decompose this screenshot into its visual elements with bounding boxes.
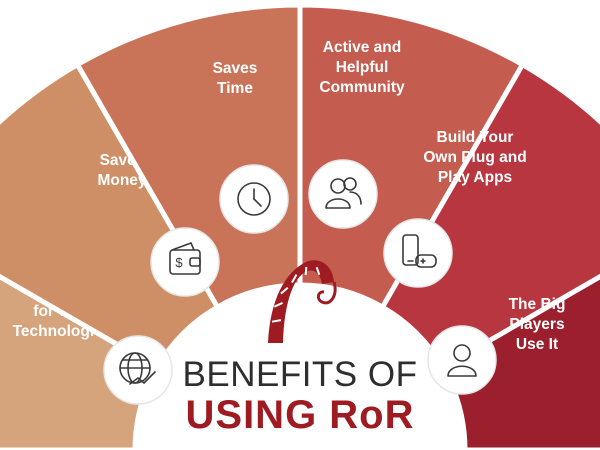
community-icon: [325, 177, 362, 209]
phone-gamepad-icon: [402, 234, 437, 268]
logo-curl: [316, 281, 337, 305]
segment-label-line: Time: [217, 80, 253, 97]
badge-circle: [150, 227, 220, 297]
segment-label-line: Active and: [323, 39, 401, 56]
segment-label-line: Build Your: [437, 129, 514, 146]
segment-2: [0, 61, 221, 371]
title-line-1: BENEFITS OF: [183, 355, 418, 394]
segment-1: [0, 273, 161, 450]
badge-4: [308, 159, 378, 229]
segment-label-line: Players: [509, 316, 564, 333]
badge-1: [103, 335, 173, 405]
badge-circle: [427, 325, 497, 395]
ror-logo: [268, 260, 337, 343]
badge-3: [219, 164, 289, 234]
title-line-2: USING RoR: [186, 393, 415, 437]
badge-circle: [308, 159, 378, 229]
badge-5: [383, 218, 453, 288]
segment-label-line: Use It: [516, 336, 558, 353]
segment-label-line: Saves: [213, 60, 258, 77]
badge-6: [427, 325, 497, 395]
segment-5: [379, 61, 600, 371]
segment-label-line: Play Apps: [438, 169, 512, 186]
svg-text:$: $: [175, 255, 183, 270]
segment-label-line: The Big: [509, 296, 566, 313]
center-disc: [138, 288, 462, 450]
badge-2: $: [150, 227, 220, 297]
segment-label-line: Own Plug and: [423, 149, 526, 166]
user-icon: [447, 344, 477, 377]
globe-chart-icon: [119, 352, 156, 385]
segment-label-line: Money: [97, 172, 146, 189]
clock-icon: [237, 182, 271, 216]
wallet-icon: $: [169, 242, 201, 275]
segment-label-line: Helpful: [336, 59, 389, 76]
segment-label-line: Community: [319, 79, 405, 96]
badge-circle: [103, 335, 173, 405]
icon-badges: $: [103, 159, 497, 405]
logo-arch: [268, 260, 334, 343]
segment-4: [297, 2, 526, 311]
